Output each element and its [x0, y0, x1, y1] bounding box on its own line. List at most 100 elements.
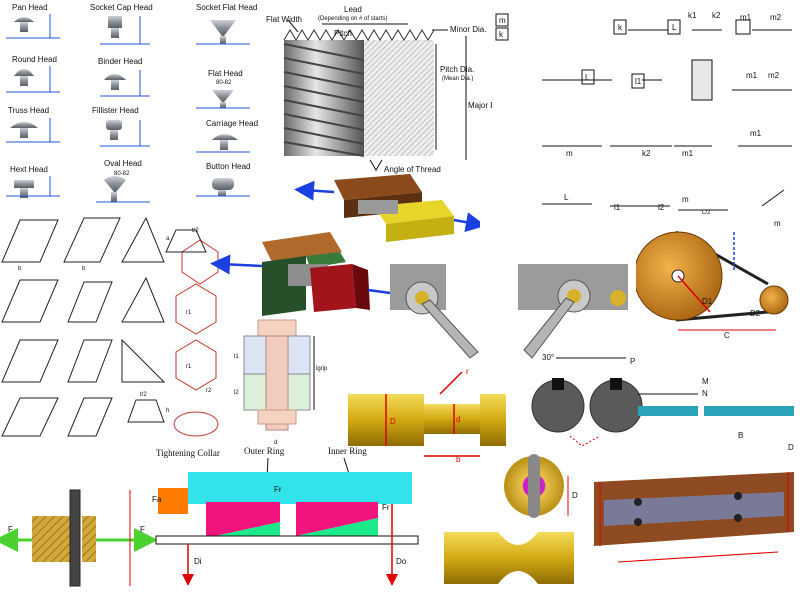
label-round-head: Round Head — [12, 55, 57, 64]
spring-l2-label-4: l2 — [658, 203, 665, 212]
lead-note-label: (Depending on # of starts) — [318, 16, 387, 22]
binder-head-icon — [100, 70, 150, 97]
hollow-shaft-figure: D — [444, 454, 578, 584]
label-hext-head: Hext Head — [10, 165, 48, 174]
spring-m2-label-2: m2 — [768, 71, 780, 80]
pitch-dia-label: Pitch Dia. — [440, 65, 474, 74]
driven-pulley — [759, 285, 789, 315]
section-h-label: h — [166, 408, 169, 414]
spring-m1-label: m1 — [740, 13, 752, 22]
key-b-label: B — [738, 431, 743, 440]
section-t2-label-2: t/2 — [140, 392, 147, 398]
bolted-plate-panel — [588, 452, 800, 600]
shaft-r-label: r — [466, 367, 469, 376]
spring-m1-label-2: m1 — [746, 71, 758, 80]
thread-body — [283, 29, 435, 157]
bolt-l1-label: l1 — [234, 354, 239, 360]
force-arrow-right — [453, 212, 480, 233]
label-oval-angle: 80-82 — [114, 171, 130, 177]
ring-fa-label: Fa — [152, 495, 162, 504]
spring-m1-label-3: m1 — [682, 149, 694, 158]
spring-m-label-4: m — [682, 195, 689, 204]
carriage-head-icon — [196, 134, 250, 153]
key-n-label: N — [702, 389, 708, 398]
joint-force-right-label: F — [140, 525, 145, 534]
bolted-plate-figure — [594, 472, 794, 563]
ring-di-label: Di — [194, 557, 202, 566]
force-arrow-left — [294, 180, 335, 201]
spring-half-l-label: L/2 — [702, 210, 711, 216]
bolt-l2-label: l2 — [234, 390, 239, 396]
section-b-label: b — [18, 266, 22, 272]
pitch-dia-note-label: (Mean Dia.) — [442, 76, 473, 82]
keyed-shafts-figure: M N B D — [531, 377, 794, 452]
wrench-figure: 30° P — [390, 264, 635, 366]
section-b-label-2: b — [82, 266, 86, 272]
hollow-shaft-panel: D — [438, 446, 590, 600]
spring-k-label: k — [499, 30, 504, 39]
tightening-collar-label: Tightening Collar — [156, 448, 220, 458]
ring-fr-label: Fr — [274, 485, 282, 494]
button-head-icon — [196, 178, 250, 197]
spring-k1-label: k1 — [688, 11, 697, 20]
inner-ring-label: Inner Ring — [328, 446, 367, 456]
label-fillister-head: Fillister Head — [92, 106, 139, 115]
belt-drive-panel: D1 D2 C — [636, 224, 800, 340]
plate-d-label: D — [572, 491, 578, 500]
spring-k2-label: k2 — [712, 11, 721, 20]
lead-label: Lead — [344, 5, 362, 14]
stepped-shaft-panel: r D d b — [340, 364, 512, 462]
bolt-assembly-panel: lgrip l1 l2 d — [228, 312, 340, 450]
cross-sections-figure: b b a t/2 r1 r1 r2 t/2 h — [1, 216, 219, 437]
label-binder-head: Binder Head — [98, 57, 142, 66]
bolt-figure: lgrip l1 l2 d — [234, 319, 328, 446]
hex-head-icon — [6, 176, 60, 198]
shaft-small-d-label: d — [456, 415, 460, 424]
label-carriage-head: Carriage Head — [206, 119, 258, 128]
spring-l-label-4: L — [564, 193, 569, 202]
angle-of-thread-label: Angle of Thread — [384, 165, 441, 174]
oval-head-icon — [96, 176, 150, 203]
flat-width-leader — [287, 19, 299, 33]
spring-l-label: L — [672, 23, 677, 32]
wrench-angle-label: 30° — [542, 353, 554, 362]
upper-block-assembly — [334, 174, 454, 242]
wrench-force-label: P — [630, 357, 635, 366]
key-m-label: M — [702, 377, 709, 386]
section-r2-label: r2 — [206, 388, 212, 394]
spring-k2-label-3: k2 — [642, 149, 651, 158]
tightening-collar — [158, 488, 188, 514]
fillister-head-icon — [100, 120, 150, 147]
spring-m1-label-4: m1 — [750, 129, 762, 138]
keyed-shafts-panel: M N B D — [520, 366, 800, 458]
spring-k-label-2: k — [618, 23, 623, 32]
ring-fr-label-2: Fr — [382, 503, 390, 512]
screw-heads-panel: Pan Head Round Head Truss Head Hext Head… — [0, 0, 262, 212]
thread-figure: Flat Width Lead (Depending on # of start… — [266, 5, 492, 174]
taper-rings-figure: Tightening Collar Outer Ring Inner Ring … — [152, 446, 419, 586]
section-a-label: a — [166, 236, 170, 242]
outer-ring-label: Outer Ring — [244, 446, 285, 456]
belt-d1-label: D1 — [702, 297, 713, 306]
bolted-joint-figure: F F — [0, 489, 158, 587]
label-flat-head: Flat Head — [208, 69, 243, 78]
bolt-d-label: d — [274, 440, 277, 446]
bolt-lgrip-label: lgrip — [316, 366, 328, 372]
belt-drive-figure: D1 D2 C — [636, 230, 789, 340]
thread-terminology-panel: Flat Width Lead (Depending on # of start… — [262, 0, 492, 176]
label-button-head: Button Head — [206, 162, 250, 171]
spring-m-label: m — [499, 16, 506, 25]
truss-head-icon — [6, 118, 60, 143]
major-dia-label: Major Dia. — [468, 101, 492, 110]
screw-heads-figure: Pan Head Round Head Truss Head Hext Head… — [6, 3, 258, 203]
bolted-joint-panel: F F — [0, 460, 160, 600]
label-flat-angle: 80-82 — [216, 80, 232, 86]
section-r1-label-2: r1 — [186, 364, 192, 370]
mass-block — [495, 13, 509, 27]
stepped-shaft-figure: r D d b — [348, 367, 506, 462]
round-head-icon — [6, 66, 60, 93]
taper-rings-panel: Tightening Collar Outer Ring Inner Ring … — [148, 444, 428, 600]
shaft-b-label: b — [456, 455, 461, 462]
label-socket-cap-head: Socket Cap Head — [90, 3, 153, 12]
spring-l1-label: l1 — [635, 77, 642, 86]
